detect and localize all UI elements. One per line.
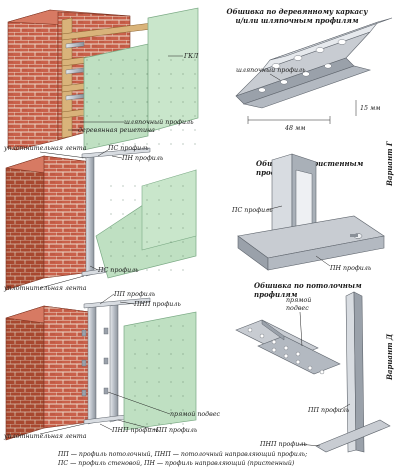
pp-pnp-hanger-detail: прямой подвес ПП профиль ПНП профиль Вар… <box>235 291 394 453</box>
footnote-line-1: ПП — профиль потолочный, ПНП — потолочны… <box>57 451 307 458</box>
variant-label-3: Вариант Д <box>385 333 394 381</box>
label-gkl: ГКЛ <box>183 53 199 60</box>
label-direct-hanger: прямой подвес <box>170 411 221 418</box>
direct-hangers <box>81 327 109 397</box>
pp-profile-2 <box>109 303 119 423</box>
label-pn-profile-top: ПН профиль <box>121 155 164 162</box>
section-3-title-line-1: Обшивка по потолочным <box>254 281 362 290</box>
footnote: ПП — профиль потолочный, ПНП — потолочны… <box>57 451 307 467</box>
pnp-track-detail <box>315 419 391 453</box>
dim-height: 15 мм <box>360 105 380 112</box>
section-3-title-line-2: профилям <box>254 290 298 299</box>
label-pp-profile: ПП профиль <box>113 291 156 298</box>
ps-pn-profile-detail: ПС профиль ПН профиль <box>231 153 385 272</box>
label-direct-hanger-detail-1: прямой <box>286 297 311 304</box>
section-1-title-line-1: Обшивка по деревянному каркасу <box>226 7 368 16</box>
label-ps-profile-detail: ПС профиль <box>231 207 273 214</box>
variant-label-1: Вариант Г <box>385 140 394 187</box>
footnote-line-2: ПС — профиль стеновой, ПН — профиль напр… <box>57 460 295 467</box>
label-wood-batten: деревянная решетина <box>78 127 155 134</box>
brick-wall-3-side <box>5 305 45 441</box>
label-seal-tape-bottom: уплотнительная лента <box>3 285 87 292</box>
label-pn-profile-detail: ПН профиль <box>329 265 372 272</box>
hat-profile-detail: шляпочный профиль 48 мм 15 мм Вариант Г <box>235 17 394 187</box>
label-pp-profile-detail: ПП профиль <box>307 407 350 414</box>
pp-profile-1 <box>87 305 97 425</box>
label-seal-tape-3: уплотнительная лента <box>3 433 87 440</box>
section-1-wood-frame: Обшивка по деревянному каркасу и/или шля… <box>7 7 368 151</box>
hat-profile-holes <box>258 39 347 93</box>
section-1-title-line-2: и/или шляпочным профилям <box>236 16 359 25</box>
ps-profile-vertical <box>85 155 95 277</box>
label-seal-tape-top: уплотнительная лента <box>3 145 87 152</box>
label-ps-profile-top: ПС профиль <box>107 145 149 152</box>
label-hat-profile: шляпочный профиль <box>124 119 194 126</box>
direct-hanger-detail <box>235 319 341 375</box>
label-ps-profile-bottom: ПС профиль <box>97 267 139 274</box>
label-hat-profile-detail: шляпочный профиль <box>236 67 306 74</box>
label-pnp-bottom: ПНП профиль <box>111 427 159 434</box>
label-direct-hanger-detail-2: подвес <box>286 305 309 312</box>
brick-wall-2-face <box>43 155 93 279</box>
pnp-track-top <box>83 297 151 309</box>
brick-wall-2-side <box>5 155 45 291</box>
label-pp-bottom: ПП профиль <box>155 427 198 434</box>
brick-wall-1 <box>7 9 59 151</box>
brick-wall-3-face <box>43 305 91 429</box>
label-pnp-profile: ПНП профиль <box>133 301 181 308</box>
dim-width: 48 мм <box>284 125 305 132</box>
section-3-ceiling-profiles: ПП профиль ПНП профиль прямой подвес упл… <box>3 281 362 441</box>
label-pnp-profile-detail: ПНП профиль <box>259 441 307 448</box>
